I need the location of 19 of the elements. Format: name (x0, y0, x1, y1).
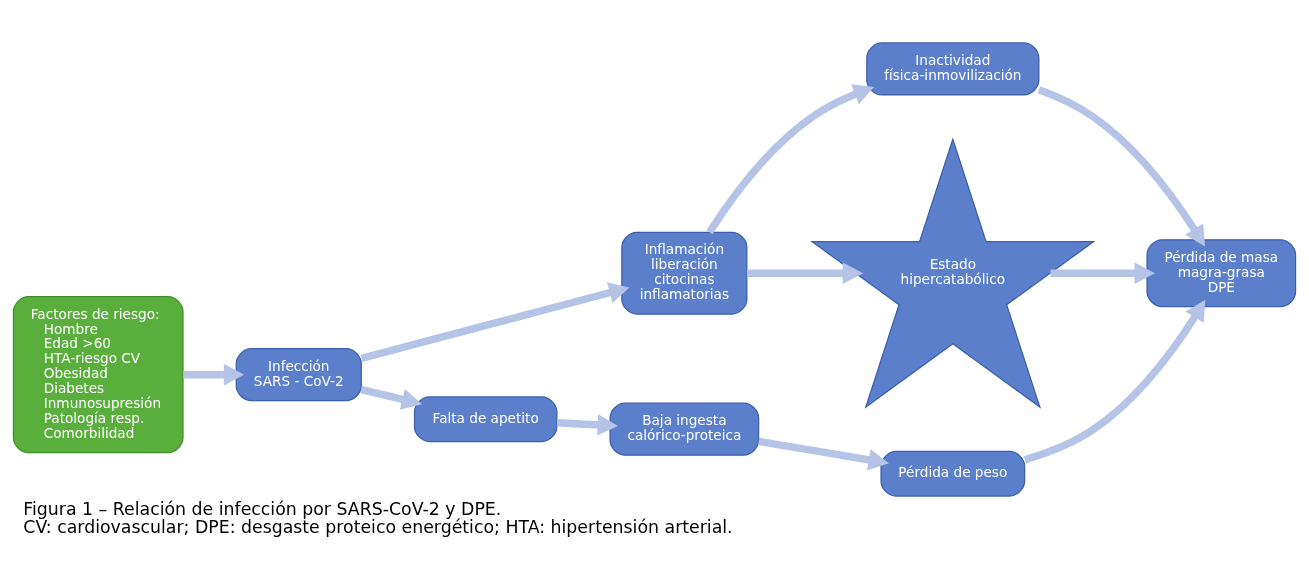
arrow (1023, 299, 1206, 463)
arrow (360, 385, 423, 410)
node-box: Infección SARS - CoV-2 (235, 347, 362, 401)
node-box: Falta de apetito (413, 395, 558, 442)
arrow (360, 281, 630, 362)
node-box: Baja ingesta calórico-proteica (609, 402, 760, 456)
arrow (557, 413, 618, 436)
arrow (183, 363, 245, 385)
arrow (758, 437, 889, 470)
arrow (706, 83, 875, 234)
arrow (1037, 85, 1206, 246)
node-box: Inactividad física-inmovilización (866, 41, 1040, 96)
node-box: Inflamación liberación citocinas inflamatorias (621, 231, 748, 315)
arrow (746, 262, 864, 284)
node-box: Pérdida de masa magra-grasa DPE (1146, 238, 1297, 307)
arrow (1050, 262, 1155, 284)
node-box: Factores de riesgo: Hombre Edad >60 HTA-riesgo CV Obesidad Diabetes Inmunosupresión Patología resp. Comorbilidad (12, 295, 184, 453)
diagram-title: Figura 1 – Relación de infección por SARS-CoV-2 y DPE. (23, 498, 502, 519)
node-box: Pérdida de peso (880, 450, 1026, 497)
